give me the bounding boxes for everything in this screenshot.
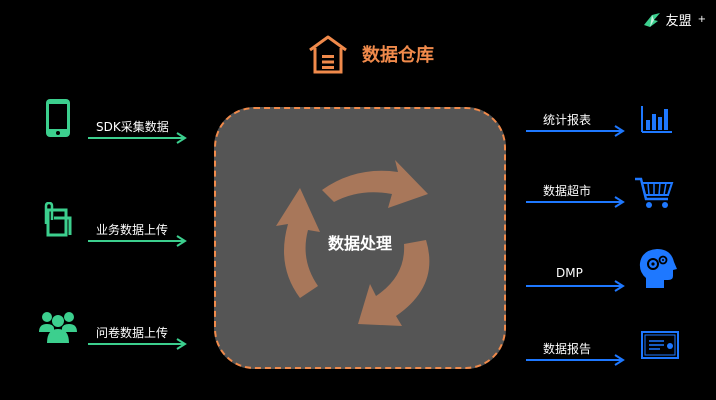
document-clip-icon: [44, 202, 72, 237]
output-arrow-reports: [526, 125, 625, 137]
header: 数据仓库: [306, 32, 434, 76]
input-label-business: 业务数据上传: [96, 223, 169, 237]
page-title: 数据仓库: [362, 45, 434, 66]
processing-label: 数据处理: [327, 234, 392, 253]
warehouse-icon: [309, 35, 347, 74]
output-arrow-datamart: [526, 196, 625, 208]
head-gears-icon: [639, 249, 677, 288]
brand-name: 友盟: [665, 14, 692, 29]
certificate-icon: [641, 331, 679, 359]
input-arrow-business: [88, 235, 187, 247]
shopping-cart-icon: [635, 177, 674, 208]
output-label-dmp: DMP: [556, 266, 583, 280]
phone-icon: [46, 99, 70, 137]
brand-plus: +: [697, 14, 706, 25]
input-label-sdk: SDK采集数据: [96, 120, 169, 134]
users-group-icon: [39, 312, 77, 343]
output-arrow-report: [526, 354, 625, 366]
output-arrow-dmp: [526, 280, 625, 292]
input-arrow-sdk: [88, 132, 187, 144]
bird-icon: [643, 12, 660, 27]
input-label-survey: 问卷数据上传: [96, 326, 169, 340]
output-label-reports: 统计报表: [543, 113, 592, 127]
output-label-report: 数据报告: [543, 342, 592, 356]
output-label-datamart: 数据超市: [543, 184, 592, 198]
input-arrow-survey: [88, 338, 187, 350]
brand-logo: 友盟 +: [642, 10, 706, 29]
processing-container: [214, 107, 506, 369]
cycle-arrows-icon: [276, 160, 430, 326]
bar-chart-icon: [641, 106, 672, 133]
